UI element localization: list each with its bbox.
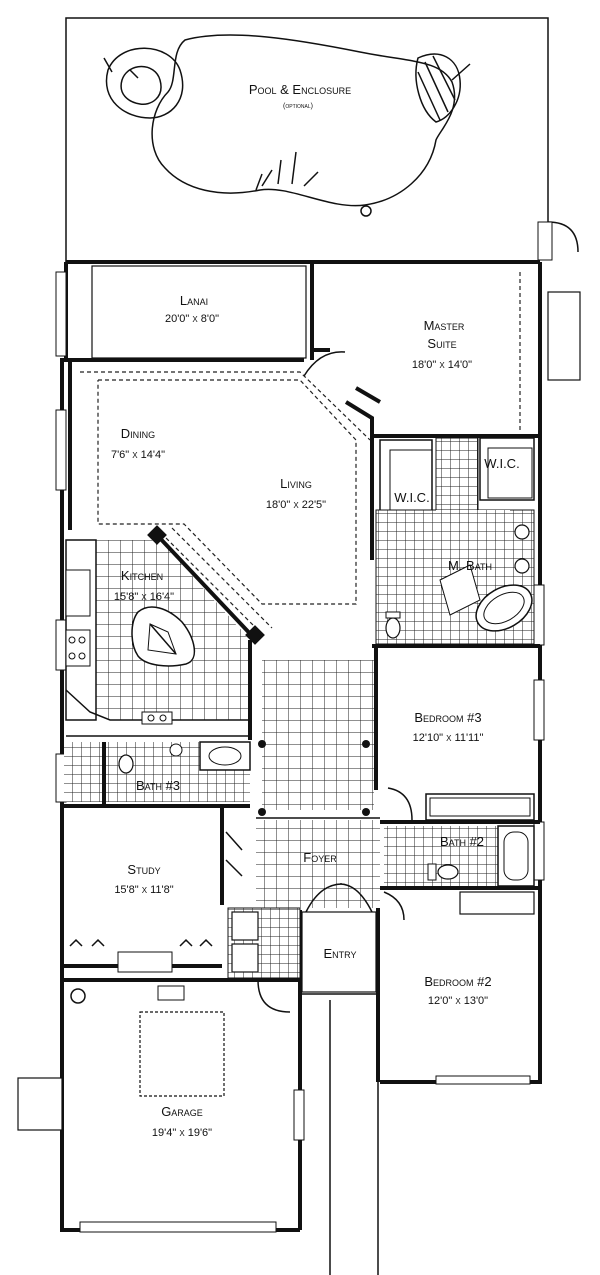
- sink-icon: [514, 558, 530, 574]
- bath3-label: Bath #3: [136, 778, 180, 793]
- pool-enclosure: Pool & Enclosure (optional): [65, 17, 579, 262]
- washer-icon: [231, 911, 259, 941]
- master-bath: M. Bath: [372, 437, 540, 648]
- dining-label: Dining: [121, 426, 155, 441]
- garage-label: Garage: [161, 1104, 203, 1119]
- study-label: Study: [127, 862, 160, 877]
- sink-icon: [169, 743, 183, 757]
- kitchen-label: Kitchen: [121, 568, 163, 583]
- toilet-icon: [437, 864, 459, 880]
- lanai-dims: 20'0" x 8'0": [165, 313, 219, 325]
- dryer-icon: [231, 943, 259, 973]
- bath-2: Bath #2: [380, 825, 540, 921]
- study-dims: 15'8" x 11'8": [114, 884, 173, 896]
- wic-label-left: W.I.C.: [394, 490, 429, 505]
- garage-dims: 19'4" x 19'6": [152, 1127, 212, 1139]
- garage: Garage 19'4" x 19'6": [62, 978, 300, 1139]
- laundry: [227, 907, 301, 1013]
- master-suite-label-2: Suite: [427, 336, 456, 351]
- toilet-icon: [385, 617, 401, 639]
- bath-3: Bath #3: [62, 741, 251, 808]
- entry-label: Entry: [323, 946, 356, 961]
- bedroom3-dims: 12'10" x 11'11": [413, 732, 484, 744]
- study: Study 15'8" x 11'8": [62, 806, 243, 973]
- hall-foyer: Foyer: [256, 646, 380, 908]
- foyer-label: Foyer: [303, 850, 337, 865]
- bedroom2-label: Bedroom #2: [424, 974, 491, 989]
- kitchen-dims: 15'8" x 16'4": [114, 591, 174, 603]
- dining-dims: 7'6" x 14'4": [111, 449, 165, 461]
- bedroom2-dims: 12'0" x 13'0": [428, 995, 488, 1007]
- pool-note: (optional): [283, 103, 313, 110]
- bedroom3-label: Bedroom #3: [414, 710, 481, 725]
- bath2-label: Bath #2: [440, 834, 484, 849]
- spa-shape: [105, 47, 184, 119]
- kitchen: Kitchen 15'8" x 16'4": [65, 525, 265, 740]
- pool-label: Pool & Enclosure: [249, 82, 351, 97]
- living-label: Living: [280, 476, 312, 491]
- wic-label-right: W.I.C.: [484, 456, 519, 471]
- master-suite-dims: 18'0" x 14'0": [412, 359, 472, 371]
- entry: Entry: [301, 883, 379, 1275]
- pool-shape: [151, 34, 456, 207]
- toilet-icon: [118, 754, 134, 774]
- master-suite-label-1: Master: [424, 318, 465, 333]
- master-suite: Master Suite 18'0" x 14'0": [303, 272, 540, 560]
- lanai: Lanai 20'0" x 8'0": [66, 262, 314, 362]
- lanai-label: Lanai: [180, 293, 208, 308]
- living-dims: 18'0" x 22'5": [266, 499, 326, 511]
- sink-icon: [514, 524, 530, 540]
- bedroom-3: Bedroom #3 12'10" x 11'11": [380, 710, 540, 824]
- bedroom-2: Bedroom #2 12'0" x 13'0": [424, 974, 491, 1007]
- dining-living: Dining 7'6" x 14'4" Living 18'0" x 22'5": [68, 360, 371, 635]
- m-bath-label: M. Bath: [448, 558, 492, 573]
- pool-light-icon: [255, 151, 319, 191]
